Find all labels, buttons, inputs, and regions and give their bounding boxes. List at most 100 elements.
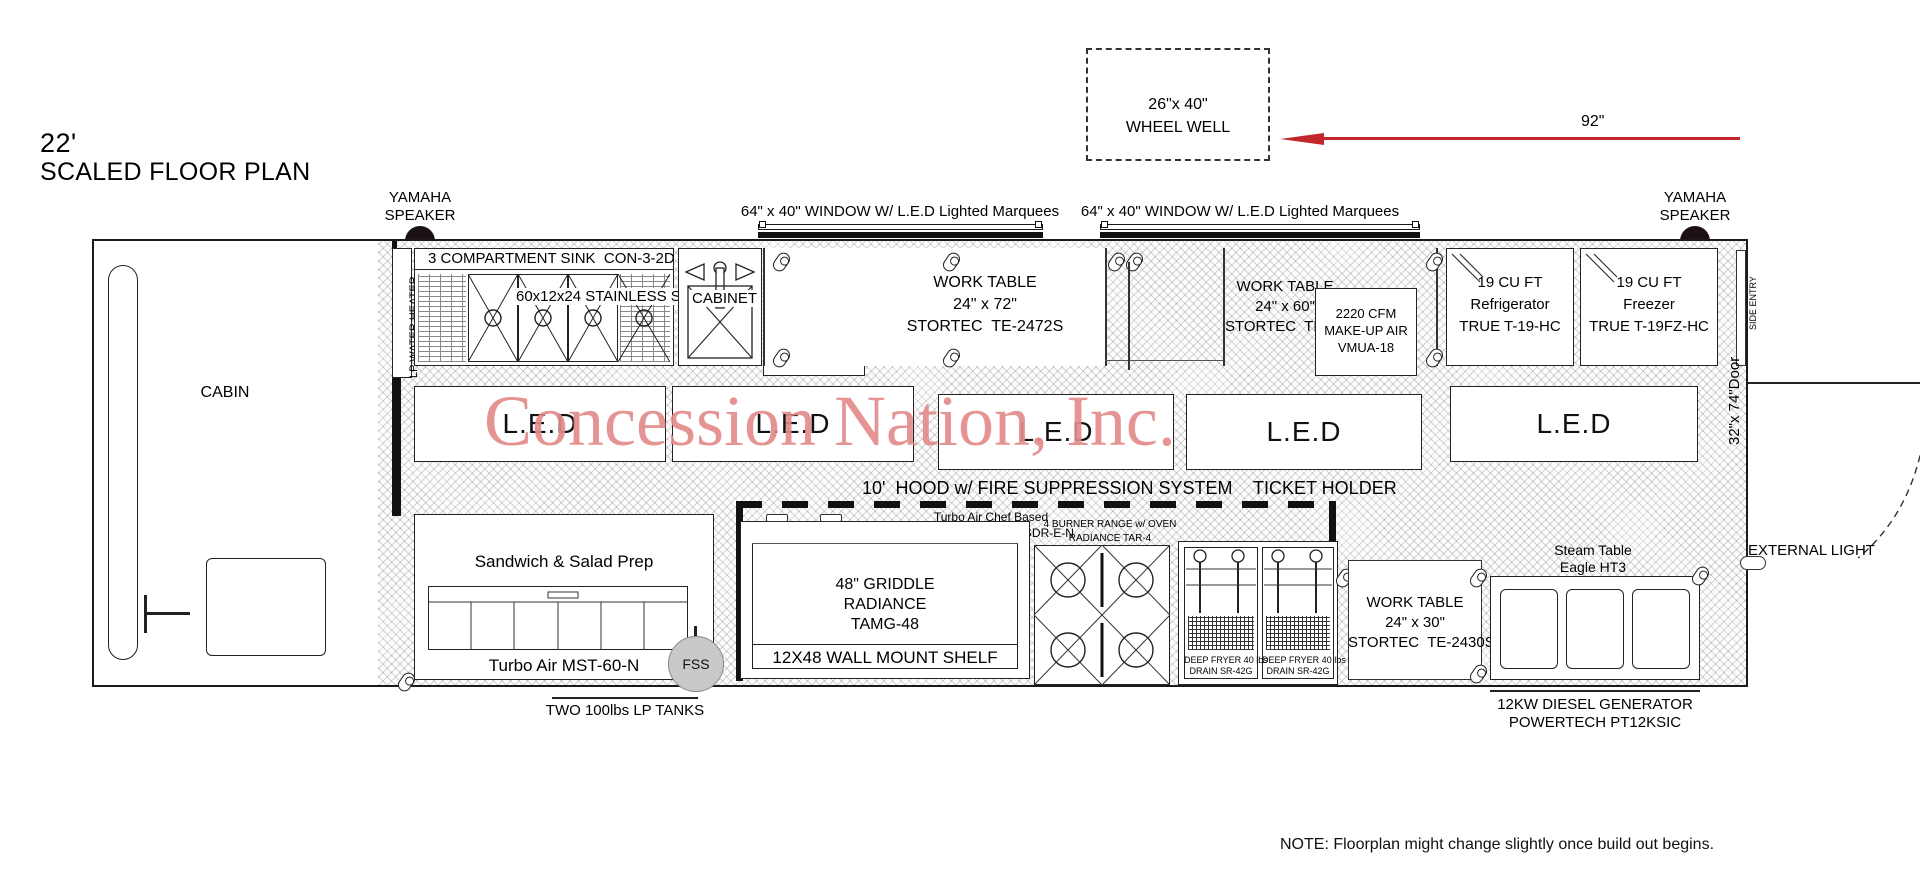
- steam-table-line1: Steam Table: [1554, 542, 1632, 558]
- griddle-line2: RADIANCE: [843, 596, 927, 613]
- page-title: SCALED FLOOR PLAN: [40, 158, 311, 186]
- steam-well-2: [1566, 589, 1624, 669]
- speaker-left-line2: SPEAKER: [384, 207, 456, 224]
- chef-base-line1: Turbo Air Chef Based: [933, 510, 1049, 524]
- lp-water-heater-box: [392, 248, 412, 378]
- rear-door-wall: [1748, 382, 1920, 384]
- griddle-inner: [752, 535, 1018, 669]
- generator-line2: POWERTECH PT12KSIC: [1508, 714, 1682, 731]
- wheel-well-label: WHEEL WELL: [1125, 119, 1231, 136]
- refrigerator-line3: TRUE T-19-HC: [1459, 318, 1561, 335]
- rear-door-label: 32"x 74"Door: [1726, 356, 1743, 445]
- speaker-right-icon: [1680, 226, 1710, 242]
- led-panel-3: L.E.D: [938, 394, 1174, 470]
- led-panel-5: L.E.D: [1450, 386, 1698, 462]
- footer-note: NOTE: Floorplan might change slightly on…: [1280, 836, 1715, 853]
- work-table-1-left-edge: [763, 248, 765, 366]
- cabin-partition-lower: [392, 372, 401, 516]
- sink-drainboard-left: [418, 274, 466, 362]
- refrigerator-unit: [1446, 248, 1574, 366]
- side-entry-door: [1736, 250, 1746, 366]
- window-label-2: 64" x 40" WINDOW W/ L.E.D Lighted Marque…: [1080, 203, 1400, 220]
- fryer-right-line2: DRAIN SR-42G: [1266, 666, 1330, 676]
- refrigerator-line1: 19 CU FT: [1477, 274, 1543, 291]
- griddle-line1: 48" GRIDDLE: [835, 576, 935, 593]
- range-line1: 4 BURNER RANGE w/ OVEN: [1043, 519, 1177, 530]
- cabin-label: CABIN: [200, 384, 250, 401]
- makeup-air-unit-2: [1315, 288, 1417, 376]
- refrigerator-line2: Refrigerator: [1470, 296, 1550, 313]
- fryer-left-basket: [1188, 616, 1254, 650]
- external-light-label: EXTERNAL LIGHT: [1748, 542, 1875, 559]
- hood-left-edge: [736, 501, 743, 681]
- freezer-unit: [1580, 248, 1718, 366]
- griddle-back-splash: [752, 535, 1018, 544]
- cabinet-label: CABINET: [690, 290, 760, 308]
- makeup-air-2-line2: MAKE-UP AIR: [1324, 323, 1408, 338]
- freezer-line1: 19 CU FT: [1616, 274, 1682, 291]
- generator-line: [1490, 690, 1700, 692]
- wall-shelf-band: [752, 644, 1018, 670]
- side-entry-label: SIDE ENTRY: [1748, 276, 1758, 330]
- speaker-left-icon: [405, 226, 435, 242]
- work-table-2-left-edge: [1223, 248, 1225, 366]
- range-burner-grid: [1034, 545, 1170, 685]
- rear-door-swing-arc: [1857, 452, 1920, 559]
- hinge-post: [1128, 262, 1130, 370]
- freezer-door-swing-icon: [1585, 253, 1618, 283]
- fryer-right-basket: [1266, 616, 1330, 650]
- led-panel-1: L.E.D: [414, 386, 666, 462]
- external-light-icon: [1740, 556, 1766, 570]
- work-table-2-right-edge: [1436, 248, 1438, 366]
- freezer-line3: TRUE T-19FZ-HC: [1589, 318, 1709, 335]
- work-table-1-divider: [1105, 248, 1107, 366]
- fryer-left-line2: DRAIN SR-42G: [1189, 666, 1253, 676]
- trailer-length-label: 22': [40, 128, 77, 158]
- work-table-3-line3: STORTEC TE-2430S: [1348, 634, 1495, 651]
- work-table-2-line2: 24" x 60": [1255, 298, 1315, 315]
- griddle-line3: TAMG-48: [850, 616, 920, 633]
- steam-well-1: [1500, 589, 1558, 669]
- fryer-left-line1: DEEP FRYER 40 lbs: [1184, 655, 1268, 665]
- sandwich-prep-pan-grid: [428, 591, 688, 650]
- speaker-left-line1: YAMAHA: [388, 189, 452, 206]
- makeup-air-2-line3: VMUA-18: [1337, 340, 1395, 355]
- speaker-right-line1: YAMAHA: [1663, 189, 1727, 206]
- hood-label: 10' HOOD w/ FIRE SUPPRESSION SYSTEM: [862, 478, 1233, 498]
- hood-dashed-boundary: [736, 501, 1336, 508]
- sink-title: 3 COMPARTMENT SINK CON-3-2D: [428, 250, 675, 267]
- work-table-1-line1: WORK TABLE: [933, 274, 1037, 291]
- griddle-knob-2: [820, 514, 842, 522]
- led-panel-2: L.E.D: [672, 386, 914, 462]
- cabin-handle-post: [144, 595, 147, 633]
- ticket-holder-label: TICKET HOLDER: [1253, 478, 1397, 498]
- window-bar-2: [1100, 221, 1420, 238]
- speaker-right-line2: SPEAKER: [1659, 207, 1731, 224]
- refrigerator-door-swing-icon: [1451, 253, 1484, 283]
- wall-shelf-label: 12X48 WALL MOUNT SHELF: [772, 648, 998, 667]
- window-bar-1: [758, 221, 1043, 238]
- wheel-well-size: 26"x 40": [1148, 96, 1208, 113]
- cabin-handle-bar: [144, 612, 190, 615]
- work-table-1: [763, 248, 1105, 366]
- cabin-bench: [108, 265, 138, 660]
- sandwich-prep-label: Sandwich & Salad Prep: [474, 552, 654, 571]
- work-table-3: [1348, 560, 1482, 680]
- wheel-well-outline: [1086, 48, 1270, 161]
- work-table-3-line2: 24" x 30": [1385, 614, 1445, 631]
- window-label-1: 64" x 40" WINDOW W/ L.E.D Lighted Marque…: [740, 203, 1060, 220]
- lp-tanks-label: TWO 100lbs LP TANKS: [545, 702, 705, 719]
- makeup-air-2-line1: 2220 CFM: [1335, 306, 1397, 321]
- fire-suppression-icon: FSS: [668, 636, 724, 692]
- work-table-1-line3: STORTEC TE-2472S: [906, 318, 1064, 335]
- sink-title-bar: [414, 248, 674, 270]
- led-panel-4: L.E.D: [1186, 394, 1422, 470]
- fryer-right-line1: DEEP FRYER 40 lbs: [1262, 655, 1346, 665]
- lp-tank-line: [552, 697, 698, 699]
- steam-well-3: [1632, 589, 1690, 669]
- generator-line1: 12KW DIESEL GENERATOR: [1497, 696, 1693, 713]
- turbo-air-prep-label: Turbo Air MST-60-N: [488, 656, 640, 675]
- fryer-basket-handles: [1186, 549, 1332, 613]
- work-table-1-front-dash: [1105, 360, 1223, 362]
